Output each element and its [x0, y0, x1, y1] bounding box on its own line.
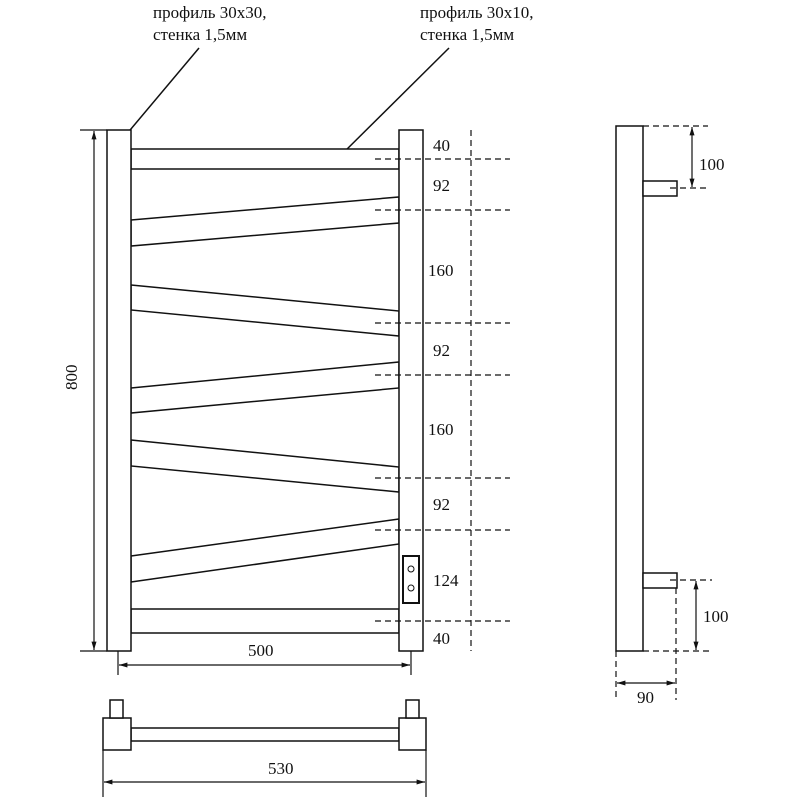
bottom-offset-label: 100 [703, 607, 729, 626]
spacing-label: 40 [433, 629, 450, 648]
depth-label: 90 [637, 688, 654, 707]
spacing-label: 92 [433, 495, 450, 514]
top-view: 530 [102, 699, 427, 797]
spacing-label: 160 [428, 420, 454, 439]
overall-width-label: 530 [268, 759, 294, 778]
rail [130, 439, 400, 493]
rail-profile-label-line1: профиль 30х10, [420, 3, 533, 22]
rail [130, 196, 400, 247]
post-profile-label-line2: стенка 1,5мм [153, 25, 247, 44]
post-profile-label-line1: профиль 30х30, [153, 3, 266, 22]
left-connector-top [109, 699, 124, 719]
rail [130, 284, 400, 337]
rail-leader-line [335, 47, 450, 161]
side-view: 100 100 90 [615, 125, 729, 707]
left-post-top [102, 717, 132, 751]
rail-profile-callout: профиль 30х10, стенка 1,5мм [335, 3, 533, 161]
top-connection-pipe [642, 180, 678, 197]
spacing-dimension-lines [375, 130, 510, 651]
post-leader-line [119, 47, 200, 143]
post-profile-callout: профиль 30х30, стенка 1,5мм [119, 3, 266, 143]
control-button-icon [407, 584, 415, 592]
top-offset-label: 100 [699, 155, 725, 174]
left-post [106, 129, 132, 652]
side-post [615, 125, 644, 652]
spacing-label: 160 [428, 261, 454, 280]
rail [130, 608, 400, 634]
rails [130, 148, 400, 634]
right-connector-top [405, 699, 420, 719]
front-view: 800 [62, 129, 510, 675]
spacing-label: 124 [433, 571, 459, 590]
spacing-label: 40 [433, 136, 450, 155]
width-dimension-label: 500 [248, 641, 274, 660]
control-box [402, 555, 420, 604]
rail [130, 148, 400, 170]
spacing-label: 92 [433, 341, 450, 360]
height-dimension-label: 800 [62, 365, 81, 391]
rail [130, 518, 400, 583]
control-button-icon [407, 565, 415, 573]
bottom-connection-pipe [642, 572, 678, 589]
right-post-top [398, 717, 427, 751]
top-view-rail [130, 727, 400, 742]
spacing-label: 92 [433, 176, 450, 195]
rail [130, 361, 400, 414]
rail-profile-label-line2: стенка 1,5мм [420, 25, 514, 44]
spacing-labels: 40 92 160 92 160 92 124 40 [428, 136, 459, 648]
